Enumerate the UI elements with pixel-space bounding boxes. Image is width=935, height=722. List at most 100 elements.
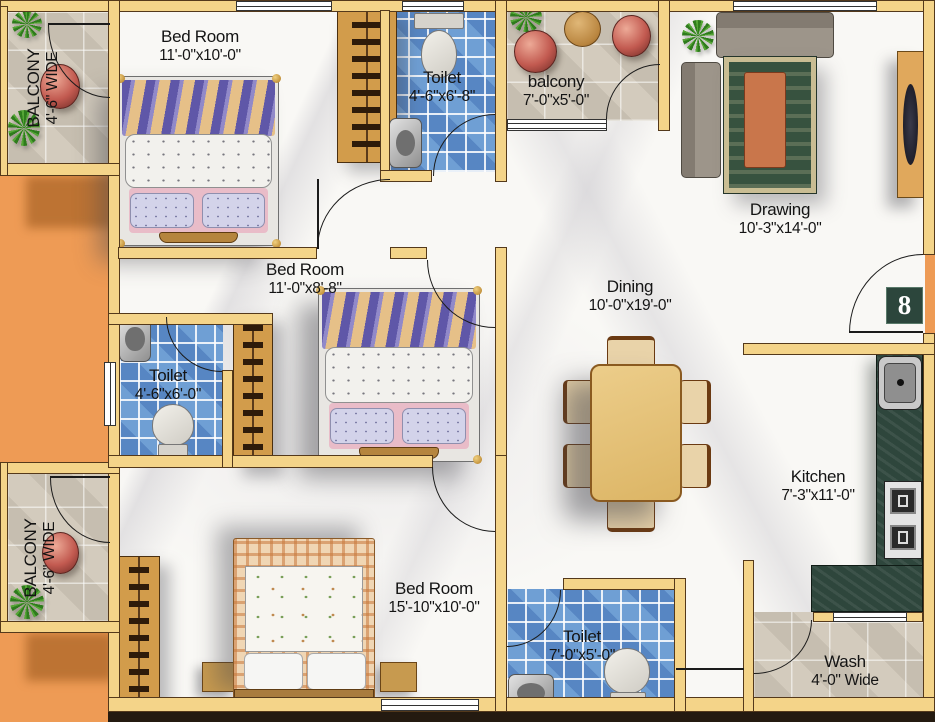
bed-pillow [130, 192, 194, 229]
wall [222, 370, 233, 468]
sofa-long [716, 12, 834, 58]
label-bedroom-2: Bed Room 11'-0"x8'-8" [238, 260, 372, 298]
label-toilet-1: Toilet 4'-6"x6'-8" [386, 68, 498, 106]
basin-bowl [125, 326, 145, 352]
kitchen-stove [884, 481, 922, 559]
window-toilet-1 [402, 1, 464, 11]
wall [380, 170, 432, 182]
wall [108, 697, 935, 712]
plant-icon [682, 20, 714, 52]
bed-knob [316, 286, 325, 295]
stove-burner [890, 488, 916, 514]
dining-table [590, 364, 682, 502]
door-leaf [849, 331, 923, 333]
window-kitchen-wash [833, 612, 907, 622]
round-table [564, 11, 601, 47]
basin-bowl [395, 129, 416, 157]
unit-number-badge: 8 [886, 287, 923, 324]
wall [495, 455, 507, 712]
label-balcony-top: balcony 7'-0"x5'-0" [500, 72, 612, 110]
wall [0, 462, 120, 474]
bed-knob [272, 239, 281, 248]
bed-knob [116, 74, 125, 83]
label-drawing: Drawing 10'-3"x14'-0" [712, 200, 848, 238]
bed-duvet [245, 566, 363, 652]
wardrobe-3 [118, 556, 160, 706]
label-dining: Dining 10'-0"x19'-0" [572, 277, 688, 315]
wall [813, 612, 835, 622]
round-chair [612, 15, 651, 57]
tv-icon [903, 83, 918, 166]
wall [0, 163, 120, 176]
room-name: Bed Room [161, 27, 239, 46]
wall [0, 462, 8, 633]
sink-drain [896, 378, 904, 386]
bed-duvet [125, 134, 272, 188]
balcony-shadow [26, 176, 114, 228]
room-dim: 7'-0"x5'-0" [522, 92, 590, 110]
wall [495, 247, 507, 462]
plant-icon [12, 10, 42, 38]
wall [0, 6, 8, 176]
wash-basin-1 [389, 118, 422, 168]
wall [674, 578, 686, 712]
label-toilet-3: Toilet 7'-0"x5'-0" [526, 627, 638, 665]
bed-blanket [122, 80, 275, 136]
stove-burner [890, 524, 916, 551]
dining-chair [607, 498, 655, 532]
toilet-bowl-2 [152, 404, 194, 446]
bed-2 [316, 286, 482, 464]
side-table [202, 662, 234, 692]
window-bedroom-3 [381, 699, 479, 711]
wall [923, 333, 935, 712]
sofa-side [681, 62, 721, 178]
room-name: Bed Room [266, 260, 344, 279]
room-dim: 7'-3"x11'-0" [781, 487, 855, 505]
wardrobe-slats [351, 21, 383, 152]
bed-knob [116, 239, 125, 248]
wall [108, 0, 120, 712]
round-chair [514, 30, 557, 73]
bed-knob [272, 74, 281, 83]
wall [495, 0, 507, 182]
room-name: Dining [606, 277, 654, 296]
label-balcony-top-left: BALCONY 4'-6" WIDE [24, 13, 66, 163]
dining-chair [679, 444, 711, 488]
wall [0, 621, 120, 633]
room-dim: 11'-0"x10'-0" [159, 47, 241, 65]
bed-pillow [201, 192, 266, 229]
toilet-bowl-1 [421, 30, 457, 78]
room-name: Kitchen [790, 467, 846, 486]
room-name: Drawing [749, 200, 811, 219]
room-name: BALCONY [24, 48, 43, 128]
door-leaf [48, 23, 110, 25]
dining-chair [679, 380, 711, 424]
wardrobe-slats [243, 324, 263, 457]
label-balcony-bottom-left: BALCONY 4'-6" WIDE [21, 483, 63, 633]
burner-ring [898, 494, 908, 508]
balcony-shadow [26, 633, 114, 681]
room-name: Toilet [423, 68, 461, 87]
bed-1 [116, 74, 281, 248]
room-dim: 15'-10"x10'-0" [388, 599, 480, 617]
bed-pillow [402, 407, 467, 444]
side-table [380, 662, 417, 692]
label-toilet-2: Toilet 4'-6"x6'-0" [112, 366, 224, 404]
wardrobe-2 [233, 313, 273, 468]
bed-pillow [243, 653, 303, 691]
kitchen-counter [811, 565, 923, 612]
wall [390, 247, 427, 259]
wall [923, 0, 935, 255]
window-drawing [733, 1, 877, 11]
room-dim: 4'-0" Wide [811, 672, 879, 690]
label-kitchen: Kitchen 7'-3"x11'-0" [762, 467, 874, 505]
door-leaf [317, 179, 319, 249]
door-leaf [50, 476, 110, 478]
room-dim: 4'-6"x6'-8" [408, 88, 476, 106]
window-balcony-top [507, 119, 607, 131]
room-dim: 10'-3"x14'-0" [738, 220, 822, 238]
label-bedroom-3: Bed Room 15'-10"x10'-0" [367, 579, 501, 617]
bed-footboard [158, 231, 239, 244]
bed-pillow [330, 407, 395, 444]
coffee-table [744, 72, 786, 168]
